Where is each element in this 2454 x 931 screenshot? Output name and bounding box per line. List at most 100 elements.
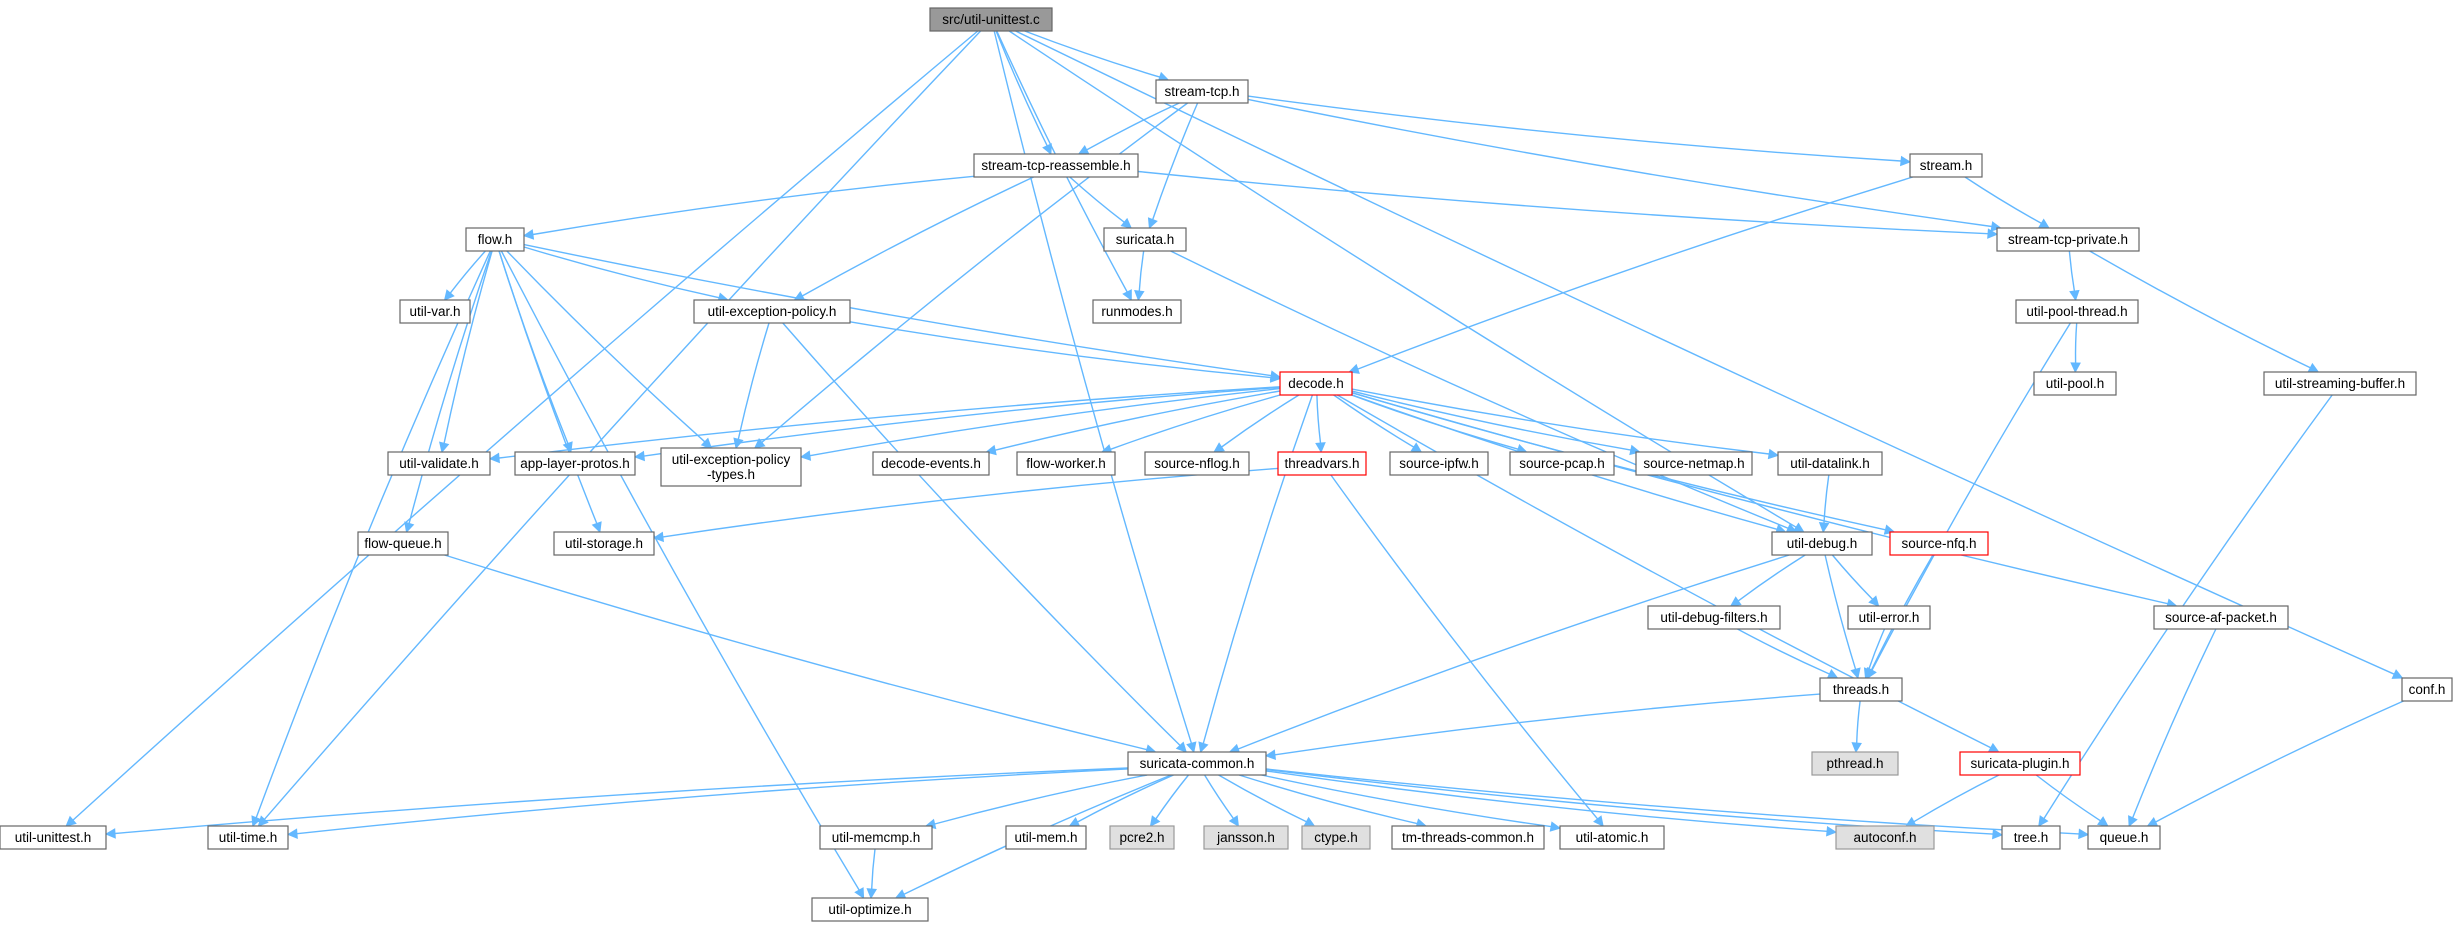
node-box[interactable] <box>1391 825 1545 850</box>
node-box[interactable] <box>819 825 933 850</box>
node-box[interactable] <box>2263 371 2417 396</box>
node-util-optimize[interactable]: util-optimize.h <box>811 897 929 922</box>
node-flow[interactable]: flow.h <box>465 227 525 252</box>
node-util-exception-policy[interactable]: util-exception-policy.h <box>693 299 851 324</box>
node-ctype[interactable]: ctype.h <box>1301 825 1371 850</box>
node-box[interactable] <box>1279 371 1353 396</box>
node-box[interactable] <box>693 299 851 324</box>
node-util-atomic[interactable]: util-atomic.h <box>1559 825 1665 850</box>
node-source-netmap[interactable]: source-netmap.h <box>1635 451 1753 476</box>
node-stream[interactable]: stream.h <box>1909 153 1983 178</box>
node-source-nflog[interactable]: source-nflog.h <box>1144 451 1250 476</box>
node-util-pool-thread[interactable]: util-pool-thread.h <box>2015 299 2139 324</box>
node-box[interactable] <box>514 451 636 476</box>
node-box[interactable] <box>0 825 107 850</box>
node-queue[interactable]: queue.h <box>2087 825 2161 850</box>
node-box[interactable] <box>1127 751 1267 776</box>
node-box[interactable] <box>2401 677 2453 702</box>
node-box[interactable] <box>1811 751 1899 776</box>
node-box[interactable] <box>1301 825 1371 850</box>
node-box[interactable] <box>1277 451 1367 476</box>
node-source-af-packet[interactable]: source-af-packet.h <box>2153 605 2289 630</box>
node-tm-threads-common[interactable]: tm-threads-common.h <box>1391 825 1545 850</box>
node-stream-tcp-reassemble[interactable]: stream-tcp-reassemble.h <box>973 153 1139 178</box>
node-util-error[interactable]: util-error.h <box>1847 605 1931 630</box>
node-box[interactable] <box>207 825 289 850</box>
node-decode[interactable]: decode.h <box>1279 371 1353 396</box>
node-box[interactable] <box>1103 227 1187 252</box>
node-util-debug[interactable]: util-debug.h <box>1771 531 1873 556</box>
node-box[interactable] <box>1559 825 1665 850</box>
node-box[interactable] <box>1155 79 1249 104</box>
node-box[interactable] <box>1509 451 1615 476</box>
node-box[interactable] <box>465 227 525 252</box>
node-box[interactable] <box>1777 451 1883 476</box>
node-box[interactable] <box>1996 227 2140 252</box>
node-box[interactable] <box>1005 825 1087 850</box>
node-tree[interactable]: tree.h <box>2001 825 2061 850</box>
node-box[interactable] <box>973 153 1139 178</box>
node-box[interactable] <box>1389 451 1489 476</box>
node-suricata-plugin[interactable]: suricata-plugin.h <box>1959 751 2081 776</box>
node-stream-tcp[interactable]: stream-tcp.h <box>1155 79 1249 104</box>
node-box[interactable] <box>1203 825 1289 850</box>
node-box[interactable] <box>1959 751 2081 776</box>
node-box[interactable] <box>811 897 929 922</box>
node-stream-tcp-private[interactable]: stream-tcp-private.h <box>1996 227 2140 252</box>
node-box[interactable] <box>2001 825 2061 850</box>
node-box[interactable] <box>1016 451 1116 476</box>
node-root[interactable]: src/util-unittest.c <box>929 7 1053 32</box>
node-util-var[interactable]: util-var.h <box>399 299 471 324</box>
node-box[interactable] <box>2087 825 2161 850</box>
node-runmodes[interactable]: runmodes.h <box>1092 299 1182 324</box>
node-box[interactable] <box>1771 531 1873 556</box>
node-box[interactable] <box>1847 605 1931 630</box>
node-box[interactable] <box>2015 299 2139 324</box>
node-box[interactable] <box>387 451 491 476</box>
node-flow-queue[interactable]: flow-queue.h <box>357 531 449 556</box>
node-util-storage[interactable]: util-storage.h <box>553 531 655 556</box>
node-flow-worker[interactable]: flow-worker.h <box>1016 451 1116 476</box>
node-util-streaming-buffer[interactable]: util-streaming-buffer.h <box>2263 371 2417 396</box>
node-conf[interactable]: conf.h <box>2401 677 2453 702</box>
node-box[interactable] <box>1635 451 1753 476</box>
node-util-mem[interactable]: util-mem.h <box>1005 825 1087 850</box>
node-box[interactable] <box>1144 451 1250 476</box>
node-box[interactable] <box>1819 677 1903 702</box>
node-box[interactable] <box>1647 605 1781 630</box>
node-autoconf[interactable]: autoconf.h <box>1835 825 1935 850</box>
node-util-exception-policy-types[interactable]: util-exception-policy-types.h <box>660 447 802 487</box>
node-box[interactable] <box>872 451 990 476</box>
node-box[interactable] <box>1092 299 1182 324</box>
node-source-nfq[interactable]: source-nfq.h <box>1889 531 1989 556</box>
node-suricata[interactable]: suricata.h <box>1103 227 1187 252</box>
node-source-pcap[interactable]: source-pcap.h <box>1509 451 1615 476</box>
node-decode-events[interactable]: decode-events.h <box>872 451 990 476</box>
node-suricata-common[interactable]: suricata-common.h <box>1127 751 1267 776</box>
node-pthread[interactable]: pthread.h <box>1811 751 1899 776</box>
node-box[interactable] <box>929 7 1053 32</box>
node-pcre2[interactable]: pcre2.h <box>1109 825 1175 850</box>
node-box[interactable] <box>2153 605 2289 630</box>
node-util-validate[interactable]: util-validate.h <box>387 451 491 476</box>
node-util-unittest[interactable]: util-unittest.h <box>0 825 107 850</box>
node-jansson[interactable]: jansson.h <box>1203 825 1289 850</box>
node-box[interactable] <box>1909 153 1983 178</box>
node-box[interactable] <box>357 531 449 556</box>
node-app-layer-protos[interactable]: app-layer-protos.h <box>514 451 636 476</box>
node-box[interactable] <box>1889 531 1989 556</box>
node-util-datalink[interactable]: util-datalink.h <box>1777 451 1883 476</box>
node-util-time[interactable]: util-time.h <box>207 825 289 850</box>
node-box[interactable] <box>660 447 802 487</box>
node-util-pool[interactable]: util-pool.h <box>2033 371 2117 396</box>
node-box[interactable] <box>553 531 655 556</box>
node-box[interactable] <box>2033 371 2117 396</box>
node-util-debug-filters[interactable]: util-debug-filters.h <box>1647 605 1781 630</box>
node-source-ipfw[interactable]: source-ipfw.h <box>1389 451 1489 476</box>
node-box[interactable] <box>1109 825 1175 850</box>
node-box[interactable] <box>1835 825 1935 850</box>
node-threadvars[interactable]: threadvars.h <box>1277 451 1367 476</box>
node-util-memcmp[interactable]: util-memcmp.h <box>819 825 933 850</box>
node-box[interactable] <box>399 299 471 324</box>
node-threads[interactable]: threads.h <box>1819 677 1903 702</box>
